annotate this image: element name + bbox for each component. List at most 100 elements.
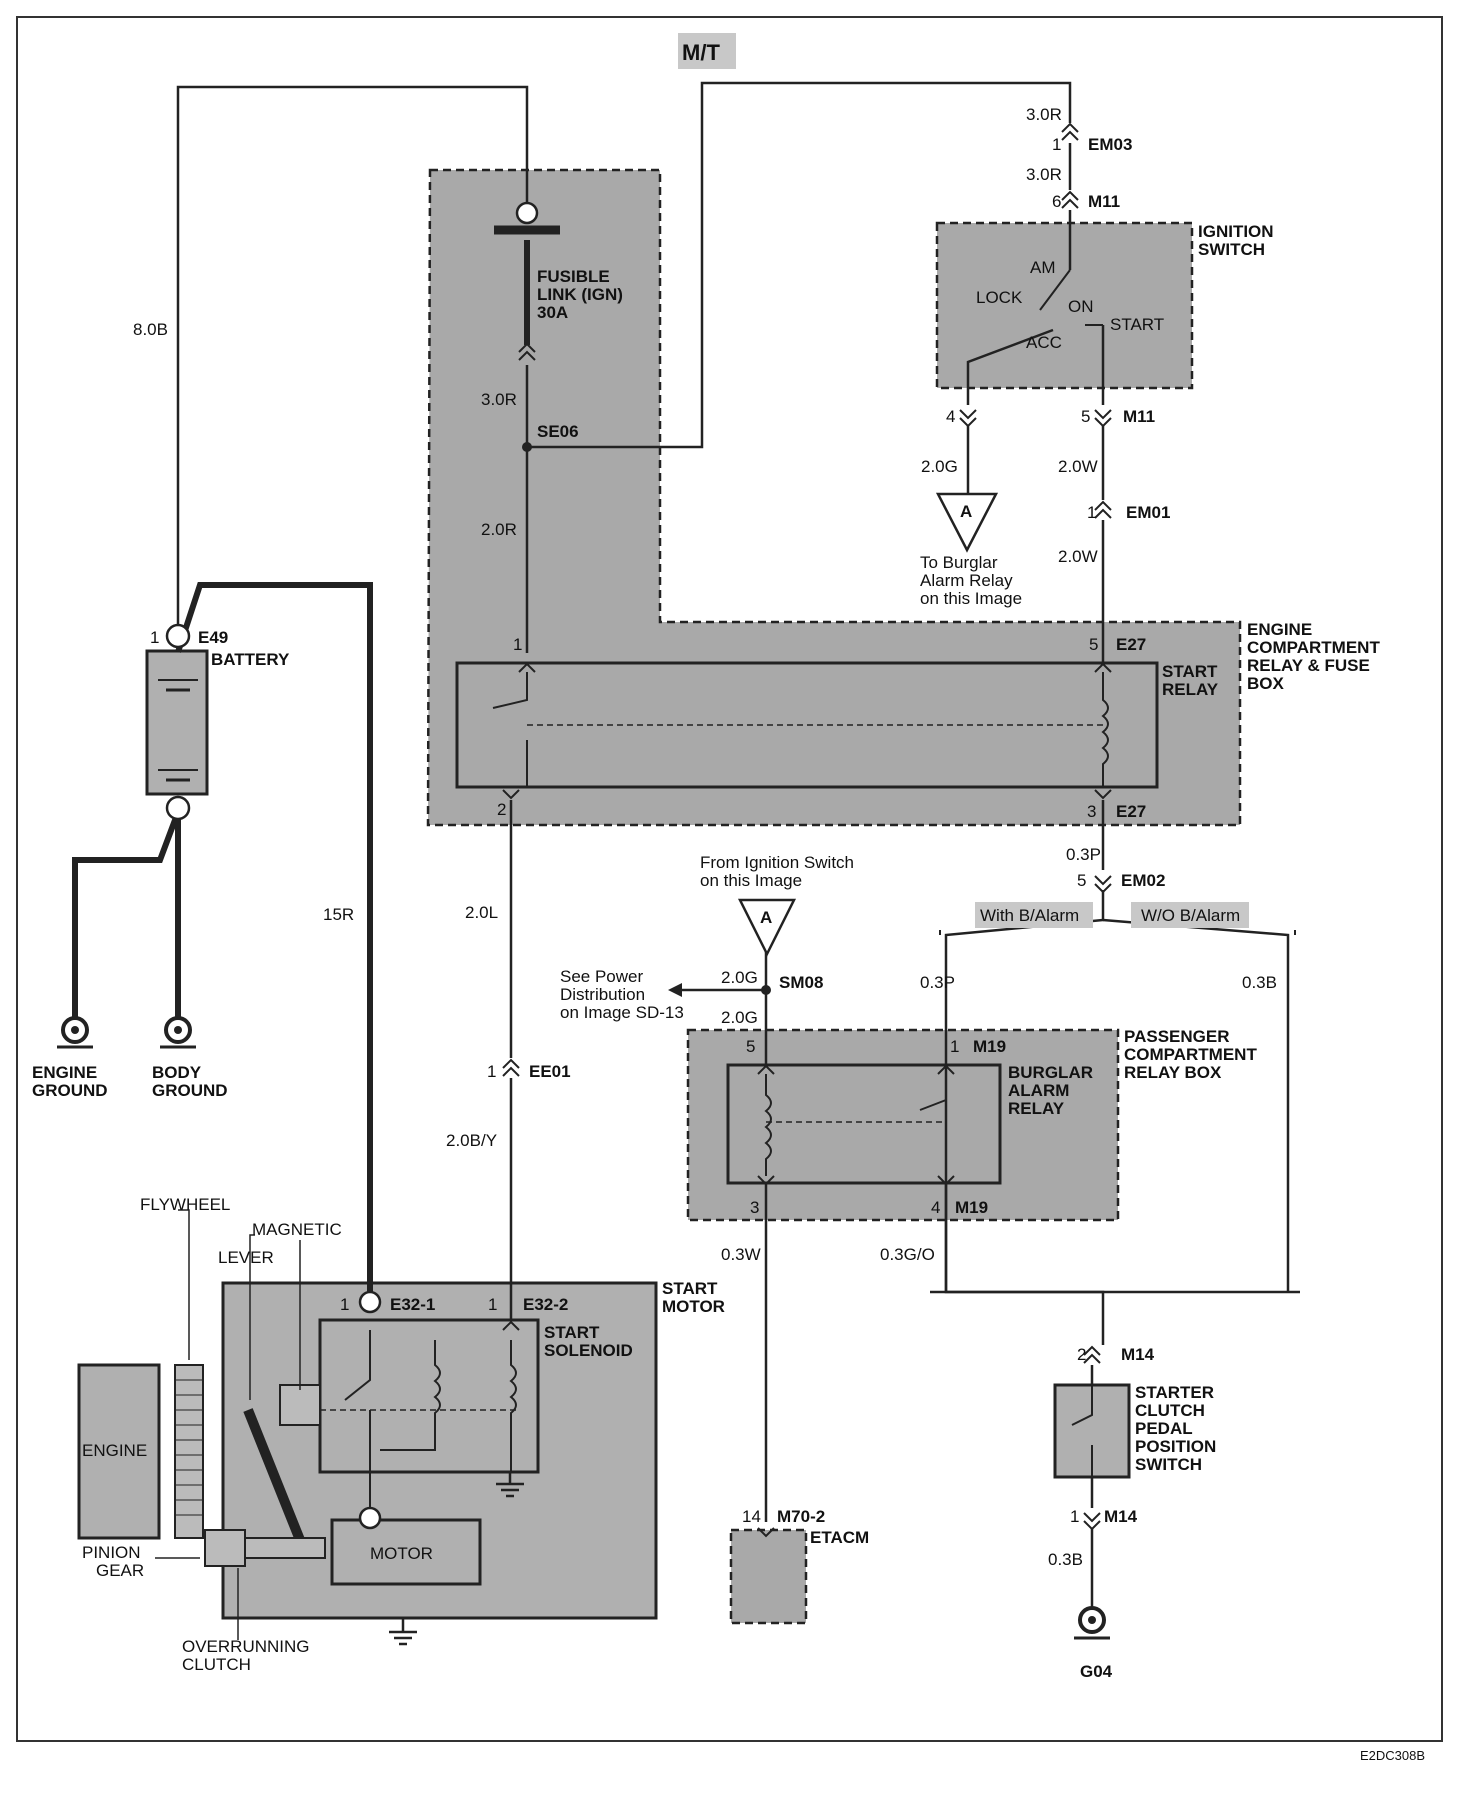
pin-number: 2 (1077, 1345, 1086, 1364)
overrunning-label: OVERRUNNING CLUTCH (182, 1637, 314, 1674)
pinion-gear (204, 1529, 246, 1567)
body-ground-label: BODY GROUND (152, 1063, 228, 1100)
flywheel-label: FLYWHEEL (140, 1195, 230, 1214)
passenger-compartment-relay-box (686, 1028, 1120, 1222)
connector-m14: M14 (1104, 1507, 1138, 1526)
wire-label: 2.0W (1058, 457, 1098, 476)
wire-label: 2.0G (721, 968, 758, 987)
connector-se06: SE06 (537, 422, 579, 441)
pin-number: 1 (150, 628, 159, 647)
overrunning-clutch (244, 1537, 326, 1559)
with-alarm-label: With B/Alarm (980, 906, 1079, 925)
offpage-a-up (737, 898, 797, 957)
start-motor-label: START MOTOR (662, 1279, 725, 1316)
wire-engine-ground (72, 810, 181, 1020)
battery-terminal-pos (165, 623, 191, 649)
pin-number: 1 (340, 1295, 349, 1314)
pin-number: 1 (1052, 135, 1061, 154)
wire-label: 3.0R (1026, 105, 1062, 124)
pin-number: 1 (487, 1062, 496, 1081)
connector-sm08: SM08 (779, 973, 823, 992)
motor-label: MOTOR (370, 1544, 433, 1563)
etacm-box (729, 1528, 808, 1625)
connector-m19: M19 (955, 1198, 988, 1217)
connector-m19: M19 (973, 1037, 1006, 1056)
pin-number: 5 (1077, 871, 1086, 890)
label-arrows (155, 1209, 301, 1640)
connector-chevrons (502, 122, 1112, 1538)
pin-number: 5 (746, 1037, 755, 1056)
engine-block (77, 1363, 161, 1540)
ignition-switch-label: IGNITION SWITCH (1198, 222, 1278, 259)
magnetic-plunger (279, 1384, 321, 1426)
offpage-a-label-2: A (760, 908, 772, 927)
start-solenoid-label: START SOLENOID (544, 1323, 633, 1360)
pin-number: 2 (497, 800, 506, 819)
pin-number: 1 (513, 635, 522, 654)
connector-g04: G04 (1080, 1662, 1113, 1681)
arrow-see-power (668, 983, 682, 997)
wire-label: 3.0R (1026, 165, 1062, 184)
body-ground-icon (160, 1016, 196, 1049)
relay-internals (280, 269, 1109, 1508)
engine-box-label: ENGINE COMPARTMENT RELAY & FUSE BOX (1247, 620, 1385, 693)
pin-number: 1 (488, 1295, 497, 1314)
pin-number: 1 (1087, 503, 1096, 522)
connector-e32-1: E32-1 (390, 1295, 435, 1314)
wire-acc-m11 (966, 328, 1054, 405)
ign-on: ON (1068, 297, 1094, 316)
pin-number: 3 (1087, 802, 1096, 821)
start-relay-label: START RELAY (1162, 662, 1222, 699)
battery-terminal-neg (165, 795, 191, 821)
offpage-a-down (935, 492, 999, 553)
wo-alarm-tag (1131, 902, 1249, 928)
wire-label: 2.0G (721, 1008, 758, 1027)
wire-label: 15R (323, 905, 354, 924)
burglar-alarm-relay (726, 1063, 1002, 1185)
fusible-terminal (515, 201, 539, 225)
with-alarm-tag (975, 902, 1093, 928)
pin-number: 4 (931, 1198, 940, 1217)
pin-number: 14 (742, 1507, 761, 1526)
start-relay (455, 661, 1159, 789)
offpage-a-label: A (960, 502, 972, 521)
pinion-label: PINION GEAR (82, 1543, 145, 1580)
wire-label: 2.0G (921, 457, 958, 476)
title-tag (678, 33, 736, 69)
engine-label: ENGINE (82, 1441, 147, 1460)
ign-acc: ACC (1026, 333, 1062, 352)
flywheel (174, 1364, 204, 1539)
solenoid-ground-icon (496, 1472, 524, 1498)
connector-ee01: EE01 (529, 1062, 571, 1081)
wire-label: 0.3B (1242, 973, 1277, 992)
see-power-label: See Power Distribution on Image SD-13 (560, 967, 684, 1022)
connector-em01: EM01 (1126, 503, 1170, 522)
engine-ground-label: ENGINE GROUND (32, 1063, 108, 1100)
engine-ground-icon (57, 1016, 93, 1049)
pin-number: 5 (1081, 407, 1090, 426)
connector-em02: EM02 (1121, 871, 1165, 890)
wire-label: 0.3B (1048, 1550, 1083, 1569)
burglar-relay-label: BURGLAR ALARM RELAY (1008, 1063, 1098, 1118)
battery-label: BATTERY (211, 650, 290, 669)
wire-battery-start-motor (175, 582, 373, 1300)
starter-switch-label: STARTER CLUTCH PEDAL POSITION SWITCH (1135, 1383, 1221, 1474)
motor-ground-icon (389, 1618, 417, 1646)
pin-number: 3 (750, 1198, 759, 1217)
wire-label: 2.0W (1058, 547, 1098, 566)
burglar-to-label: To Burglar Alarm Relay on this Image (920, 553, 1022, 608)
connector-m14: M14 (1121, 1345, 1155, 1364)
diagram-title: M/T (682, 40, 720, 65)
passenger-box-label: PASSENGER COMPARTMENT RELAY BOX (1124, 1027, 1262, 1082)
connector-m11: M11 (1123, 407, 1155, 426)
ign-start: START (1110, 315, 1164, 334)
ign-am: AM (1030, 258, 1056, 277)
pin-number: 1 (950, 1037, 959, 1056)
pin-number: 5 (1089, 635, 1098, 654)
wire-label: 2.0B/Y (446, 1131, 497, 1150)
e32-1-terminal (358, 1290, 382, 1314)
connector-m11: M11 (1088, 192, 1120, 211)
wo-alarm-label: W/O B/Alarm (1141, 906, 1240, 925)
wire-label: 2.0R (481, 520, 517, 539)
wire-label: 2.0L (465, 903, 498, 922)
